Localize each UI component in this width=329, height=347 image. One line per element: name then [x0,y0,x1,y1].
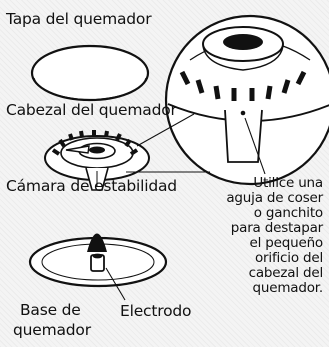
note-line: orificio del [254,250,323,266]
burner-base-drawing [28,233,168,288]
burner-base-label-line2: quemador [13,321,91,339]
leader-lines [105,113,266,301]
note-line: o ganchito [253,205,323,221]
burner-cap-label: Tapa del quemador [6,10,152,28]
note-line: quemador. [252,280,324,296]
electrode-label: Electrodo [120,302,192,320]
note-line: aguja de coser [226,190,323,206]
note-line: para destapar [230,220,323,236]
note-line: Utilice una [253,175,323,191]
burner-base-label-line1: Base de [20,301,81,319]
magnified-detail-circle [164,14,329,186]
note-line: el pequeño [249,235,324,251]
note-line: cabezal del [248,265,324,281]
burner-head-label: Cabezal del quemador [6,101,177,119]
stability-chamber-label: Cámara de estabilidad [6,177,177,195]
burner-cap-drawing [30,44,150,102]
cleaning-instruction-note: Utilice una aguja de coser o ganchito pa… [226,176,323,296]
burner-head-drawing [44,130,150,191]
